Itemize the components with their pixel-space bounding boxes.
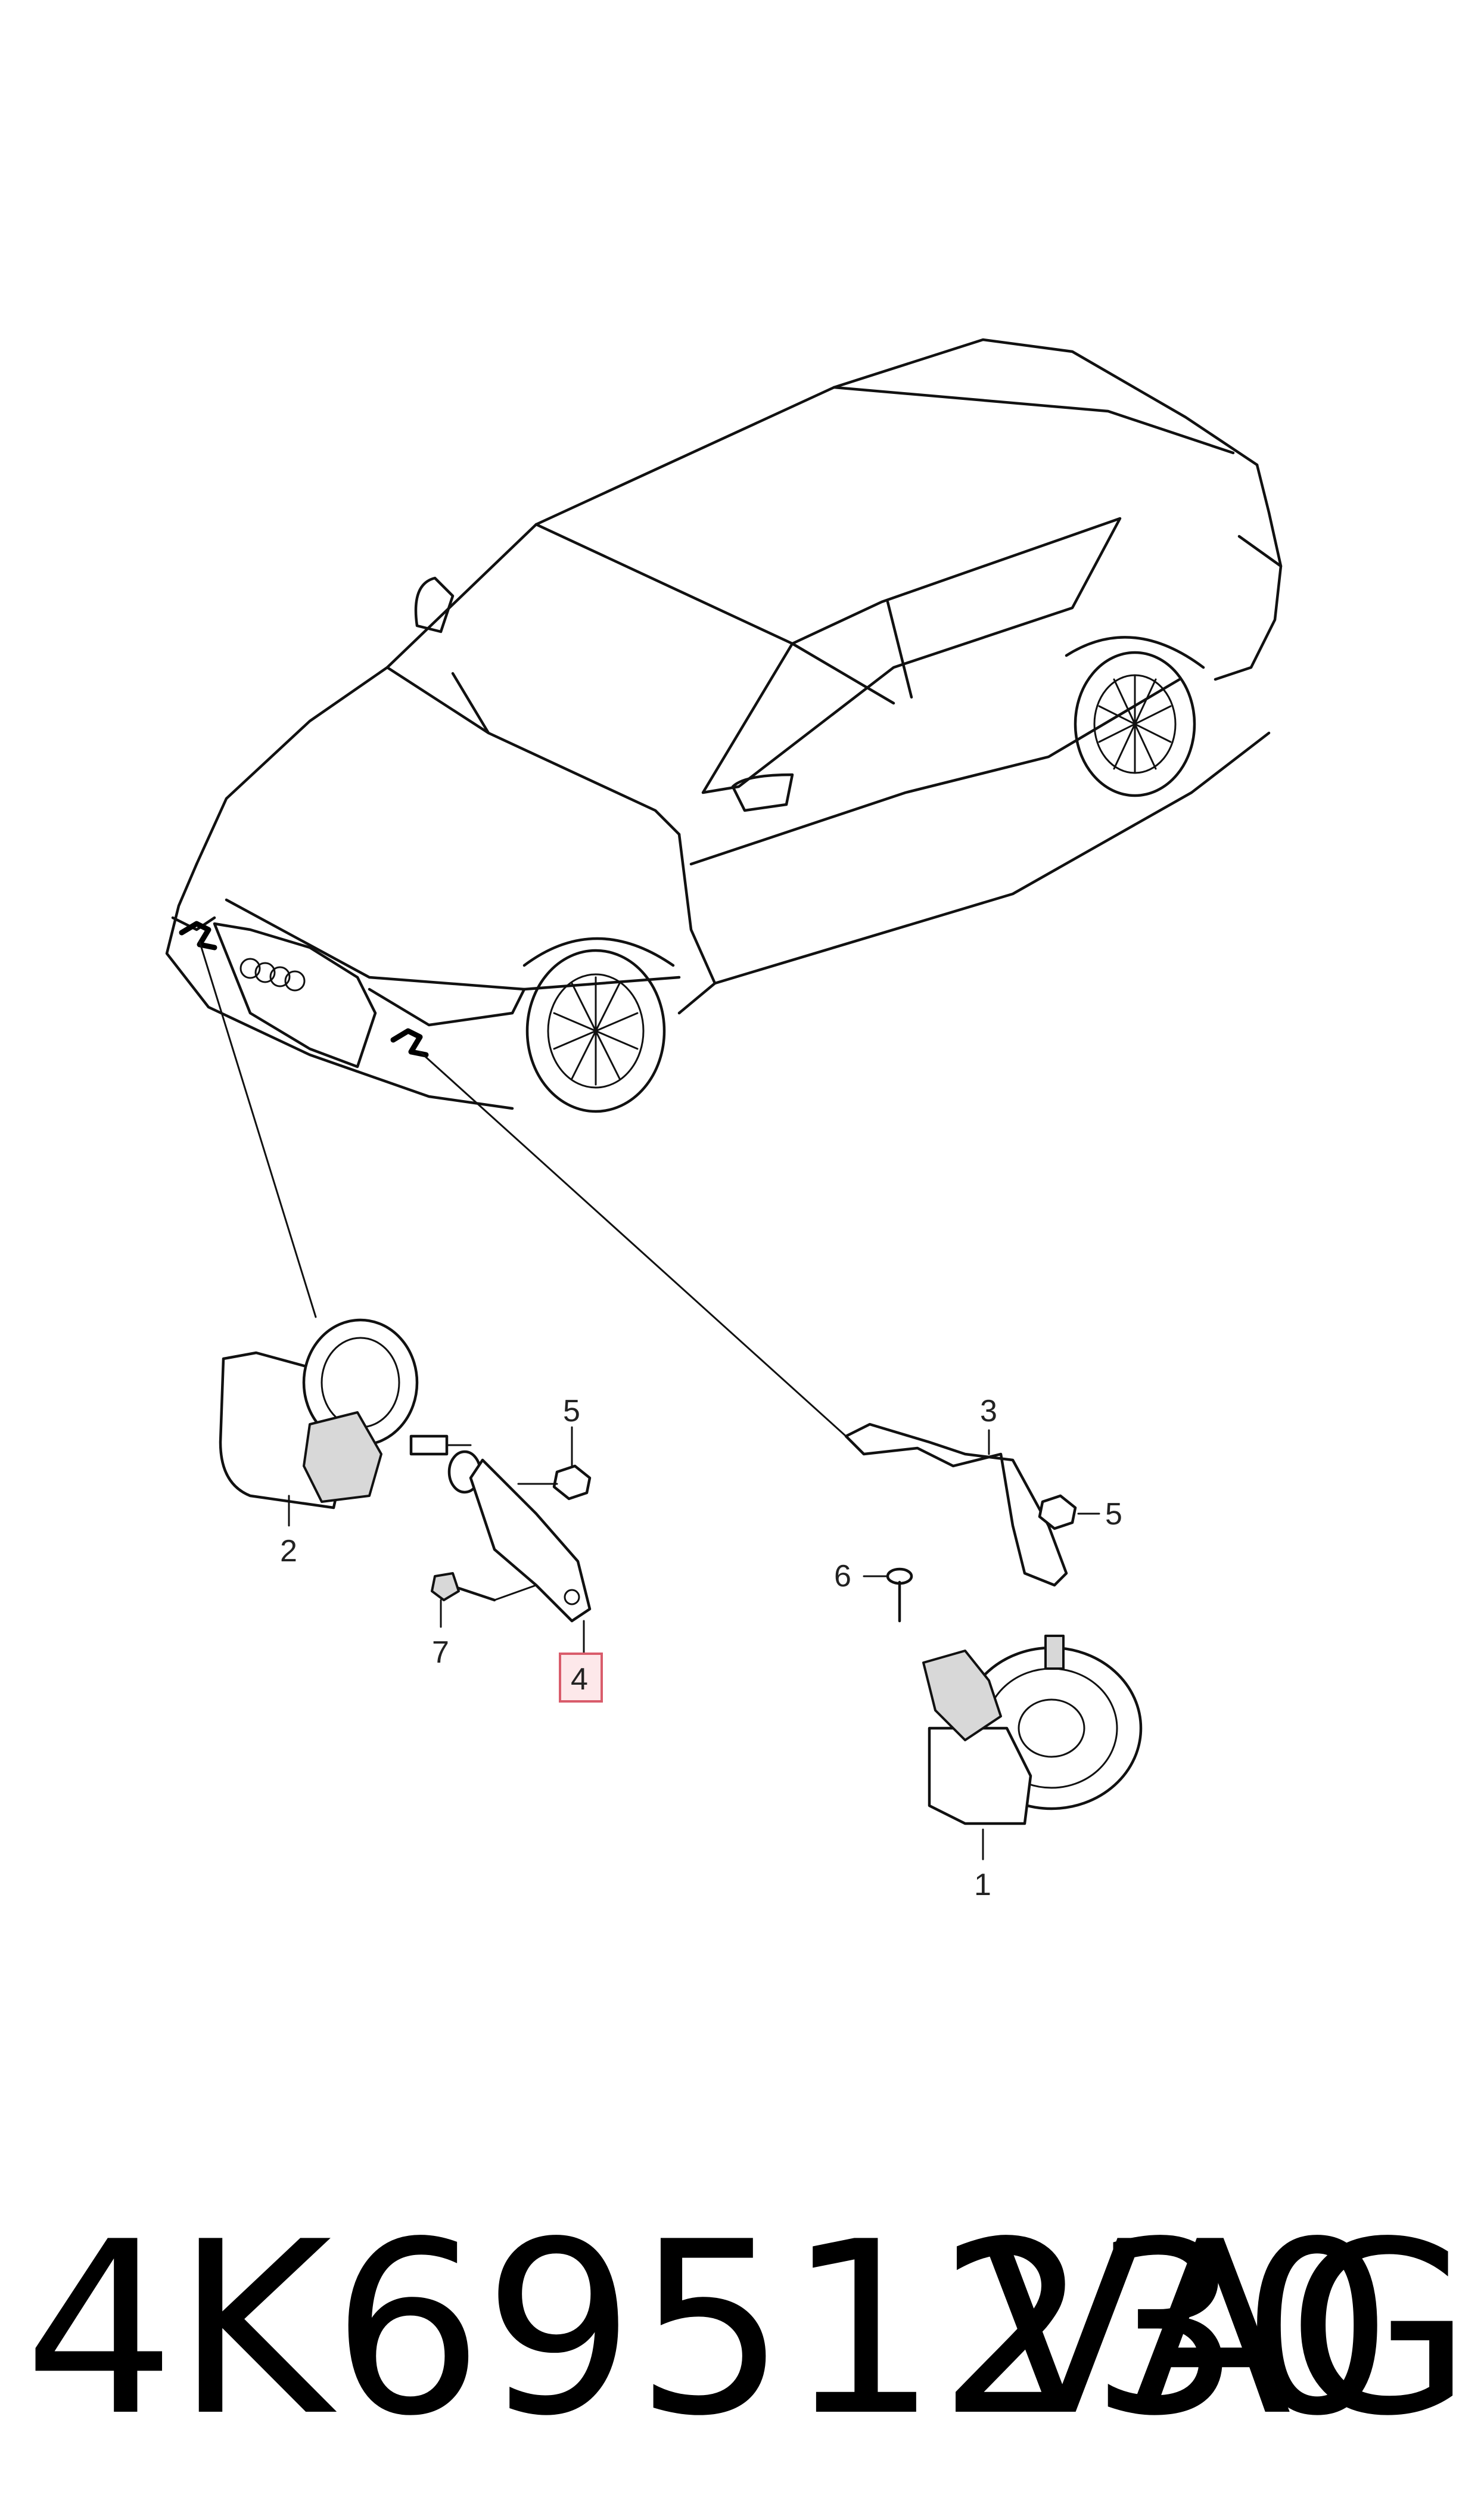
callout-5-left: 5	[563, 1394, 580, 1428]
callouts: 1 2 3 4 5 5 6 7	[280, 1394, 1122, 1902]
parts-diagram: 1 2 3 4 5 5 6 7	[165, 338, 1283, 1902]
brand-text: VAG	[981, 2191, 1472, 2468]
car-illustration	[165, 338, 1283, 1113]
callout-3: 3	[980, 1394, 997, 1428]
callout-4-highlight	[559, 1653, 603, 1703]
callout-5-right: 5	[1105, 1497, 1122, 1532]
left-horn	[219, 1318, 472, 1527]
callout-2: 2	[280, 1534, 297, 1568]
left-bracket	[431, 1426, 592, 1664]
callout-1: 1	[974, 1868, 991, 1902]
callout-6: 6	[834, 1559, 851, 1594]
leader-lines	[198, 940, 847, 1437]
right-assembly	[844, 1422, 1143, 1860]
callout-7: 7	[432, 1635, 449, 1670]
part-number-text: 4K6951230	[24, 2191, 1393, 2468]
callout-4: 4	[571, 1662, 588, 1697]
